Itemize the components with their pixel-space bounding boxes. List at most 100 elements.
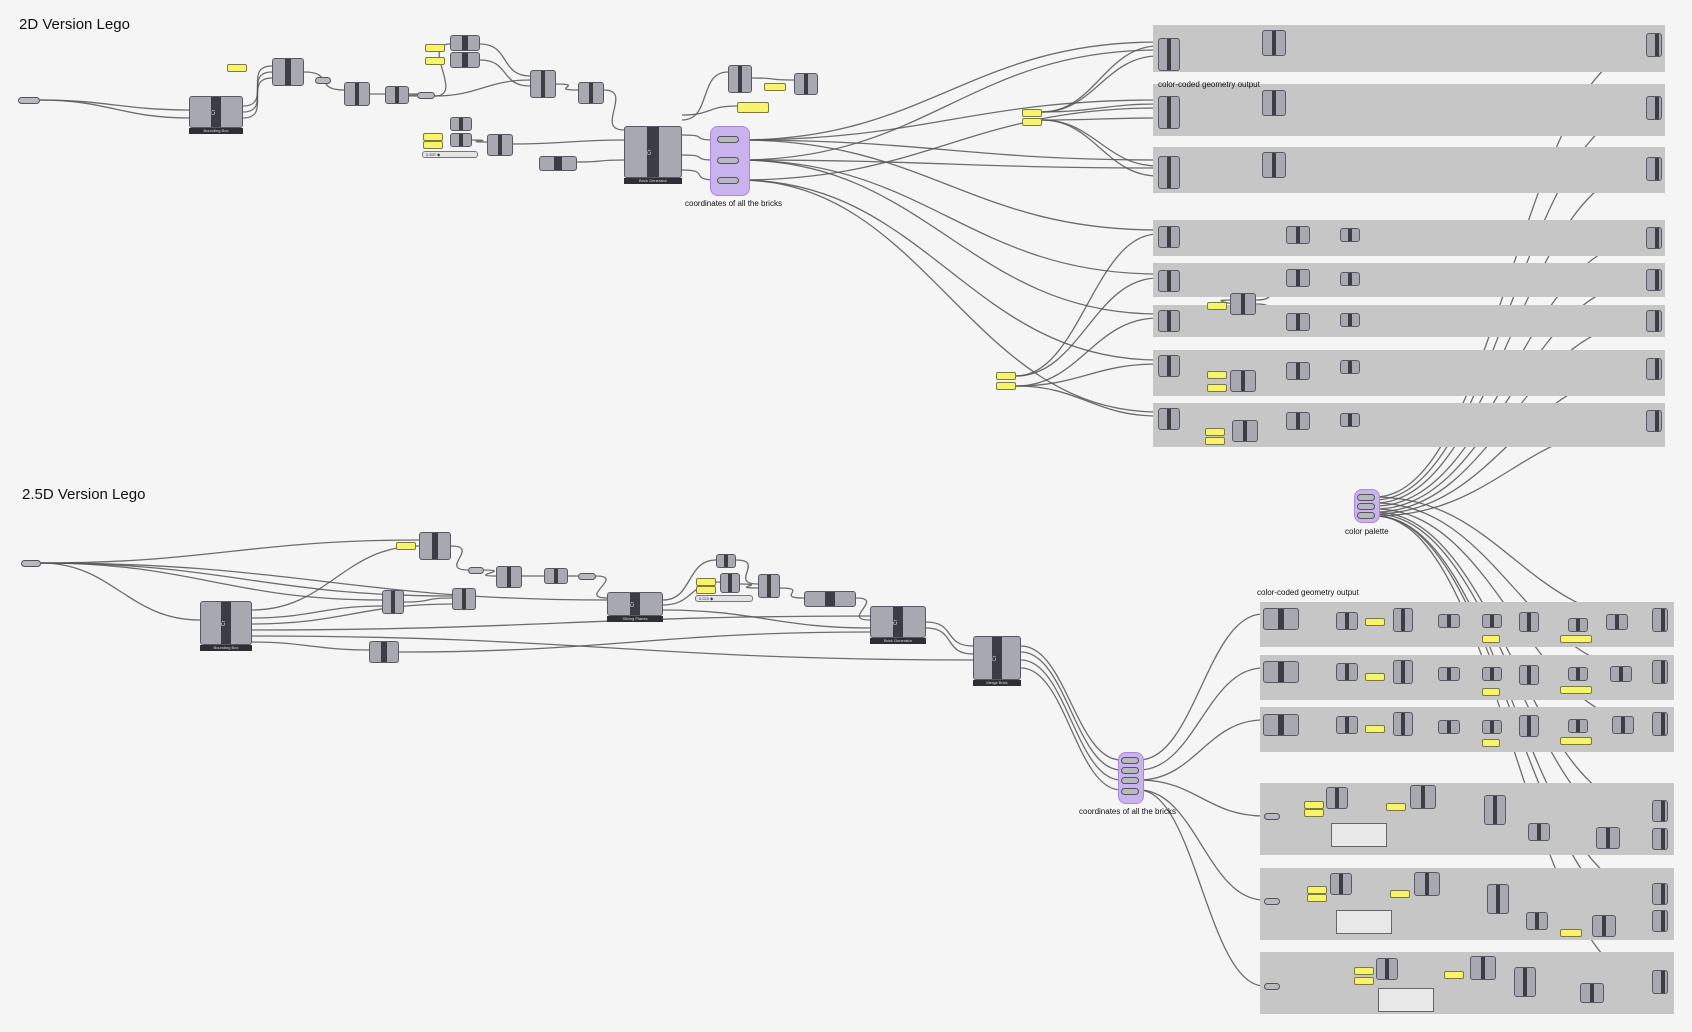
preview-node[interactable] [1652,970,1668,994]
group-color-output-8[interactable] [1153,403,1665,447]
yellow-panel[interactable] [1390,890,1410,898]
preview-node[interactable] [1646,310,1662,332]
component-node[interactable] [1514,967,1536,997]
yellow-panel[interactable] [737,102,769,113]
yellow-panel[interactable] [1205,437,1225,445]
component-node[interactable] [1286,412,1310,430]
cluster-coordinate-panel[interactable] [1378,988,1434,1012]
yellow-panel[interactable] [396,542,416,550]
component-node[interactable] [1438,667,1460,681]
component-node[interactable] [1158,38,1180,71]
cluster-coordinate-panel[interactable] [1331,823,1387,847]
cluster-coordinate-panel[interactable] [1336,910,1392,934]
component-node[interactable] [1340,272,1360,286]
yellow-panel[interactable] [227,64,247,72]
component-node[interactable] [1340,313,1360,327]
component-node[interactable] [1482,614,1502,628]
yellow-panel[interactable] [1482,739,1500,747]
relay-chip[interactable] [468,567,484,574]
yellow-panel[interactable] [1022,109,1042,117]
component-node[interactable] [1330,873,1352,895]
component-node[interactable] [544,568,568,584]
preview-node[interactable] [1652,883,1668,905]
component-node[interactable] [1326,787,1348,809]
preview-node[interactable] [1652,660,1668,684]
component-node[interactable] [382,590,404,614]
component-node[interactable] [450,35,480,51]
relay-chip[interactable] [315,77,331,84]
color-swatch-relay[interactable] [1357,494,1375,501]
yellow-panel[interactable] [1482,635,1500,643]
group-bottom-1[interactable] [1260,602,1674,647]
yellow-panel[interactable] [696,578,716,586]
brick-generator-cluster-2-5d[interactable]: Cr Brick Generator [870,606,926,644]
component-node[interactable] [1519,665,1539,685]
color-swatch-relay[interactable] [1357,512,1375,519]
component-node[interactable] [530,70,556,98]
component-node[interactable] [1158,226,1180,248]
component-node[interactable] [1393,712,1413,736]
component-node[interactable] [450,133,472,147]
component-node[interactable] [1263,714,1299,736]
number-slider[interactable]: 0.220 ◆ [695,595,753,602]
yellow-panel[interactable] [1307,894,1327,902]
group-color-output-1[interactable] [1153,25,1665,72]
component-node[interactable] [1393,608,1413,632]
coordinate-relay[interactable] [1121,777,1139,784]
merge-brick-cluster[interactable]: Cr Merge Brick [973,636,1021,686]
preview-node[interactable] [1652,910,1668,932]
relay-chip[interactable] [578,573,596,580]
yellow-panel[interactable] [1304,809,1324,817]
yellow-panel[interactable] [1560,737,1592,745]
component-node[interactable] [1414,872,1440,896]
yellow-panel[interactable] [425,44,445,52]
yellow-panel[interactable] [1560,929,1582,937]
yellow-panel[interactable] [425,57,445,65]
component-node[interactable] [1262,30,1286,56]
component-node[interactable] [1376,958,1398,980]
bounding-box-cluster-2-5d[interactable]: Cr Bounding Box [200,601,252,651]
component-node[interactable] [369,641,399,663]
component-node[interactable] [1528,823,1550,841]
yellow-panel[interactable] [1304,801,1324,809]
component-node[interactable] [728,65,752,93]
component-node[interactable] [1230,370,1256,392]
yellow-panel[interactable] [696,586,716,594]
brick-generator-cluster-2d[interactable]: Cr Brick Generator [624,126,682,184]
yellow-panel[interactable] [996,382,1016,390]
component-node[interactable] [1580,983,1604,1003]
component-node[interactable] [1610,666,1632,682]
component-node[interactable] [1606,614,1628,630]
component-node[interactable] [1158,270,1180,292]
component-node[interactable] [1158,310,1180,332]
preview-node[interactable] [1646,227,1662,249]
component-node[interactable] [716,554,736,568]
component-node[interactable] [1262,152,1286,178]
component-node[interactable] [1612,716,1634,734]
component-node[interactable] [758,574,780,598]
bounding-box-cluster-2d[interactable]: Cr Bounding Box [189,96,243,134]
group-color-output-4[interactable] [1153,220,1665,256]
component-node[interactable] [272,58,304,86]
coordinate-relay[interactable] [1121,788,1139,795]
component-node[interactable] [1519,715,1539,737]
component-node[interactable] [1158,355,1180,377]
yellow-panel[interactable] [1365,618,1385,626]
component-node[interactable] [1263,661,1299,683]
component-node[interactable] [1470,956,1496,980]
yellow-panel[interactable] [1207,302,1227,310]
component-node[interactable] [1596,827,1620,849]
preview-node[interactable] [1646,157,1662,181]
coordinate-relay[interactable] [1121,767,1139,774]
slicing-planes-cluster[interactable]: Cr Slicing Planes [607,592,663,622]
component-node[interactable] [1158,408,1180,430]
preview-node[interactable] [1652,608,1668,632]
component-node[interactable] [1286,269,1310,287]
coordinate-relay[interactable] [1121,757,1139,764]
component-node[interactable] [496,566,522,588]
input-curve-param-2-5d[interactable] [21,560,41,567]
component-node[interactable] [1158,96,1180,129]
relay-chip[interactable] [417,92,435,99]
yellow-panel[interactable] [1022,118,1042,126]
